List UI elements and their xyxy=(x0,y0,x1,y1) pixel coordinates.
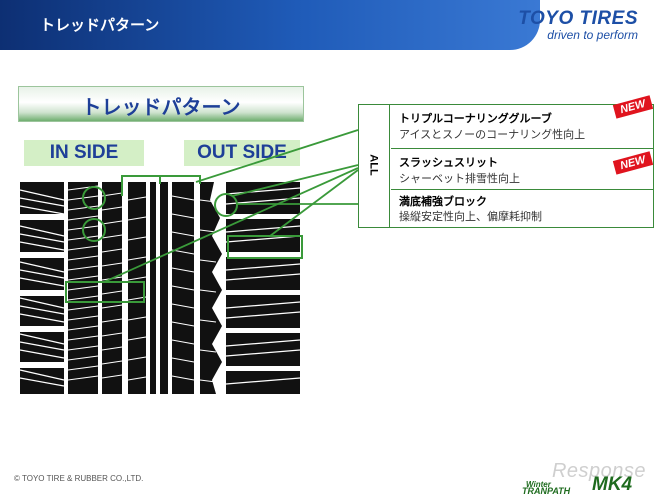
feature-row-cornering-groove: トリプルコーナリンググルーブ アイスとスノーのコーナリング性向上 xyxy=(391,105,653,149)
all-column: ALL xyxy=(359,105,390,227)
feature-title: トリプルコーナリンググルーブ xyxy=(399,112,552,125)
brand-logo: TOYO TIRES driven to perform xyxy=(518,8,638,42)
product-logo: Response Winter TRANPATH MK4 xyxy=(520,460,660,496)
logo-winter-text: Winter xyxy=(526,480,551,489)
callout-markers xyxy=(65,175,303,303)
brand-name: TOYO TIRES xyxy=(518,8,638,29)
feature-title: 満底補強ブロック xyxy=(399,195,487,208)
marker-circle-inside-1 xyxy=(82,186,106,210)
feature-row-slash-slit: スラッシュスリット シャーベット排雪性向上 xyxy=(391,149,653,190)
slide-header: トレッドパターン TOYO TIRES driven to perform xyxy=(0,0,660,50)
feature-row-reinforced-block: 満底補強ブロック 操縦安定性向上、偏摩耗抑制 xyxy=(391,190,653,227)
feature-table: ALL トリプルコーナリンググルーブ アイスとスノーのコーナリング性向上 スラッ… xyxy=(358,104,654,228)
logo-mk4-text: MK4 xyxy=(592,474,633,495)
outside-label: OUT SIDE xyxy=(184,140,300,166)
copyright-text: © TOYO TIRE & RUBBER CO.,LTD. xyxy=(14,474,144,483)
feature-description: シャーベット排雪性向上 xyxy=(399,172,520,185)
section-banner: トレッドパターン xyxy=(18,86,304,122)
logo-tranpath-text: TRANPATH xyxy=(522,486,571,496)
all-label: ALL xyxy=(367,154,380,176)
slide-title: トレッドパターン xyxy=(40,16,160,34)
response-watermark: Response xyxy=(551,460,646,482)
marker-circle-outside xyxy=(214,193,238,217)
brand-tagline: driven to perform xyxy=(547,28,638,42)
banner-title: トレッドパターン xyxy=(81,95,241,119)
marker-box-outside xyxy=(227,235,303,259)
header-bar: トレッドパターン xyxy=(0,0,540,50)
marker-circle-inside-2 xyxy=(82,218,106,242)
feature-description: アイスとスノーのコーナリング性向上 xyxy=(399,128,586,141)
callout-leader-lines xyxy=(103,129,359,283)
feature-description: 操縦安定性向上、偏摩耗抑制 xyxy=(399,210,542,223)
feature-title: スラッシュスリット xyxy=(399,156,498,169)
inside-label: IN SIDE xyxy=(24,140,144,166)
